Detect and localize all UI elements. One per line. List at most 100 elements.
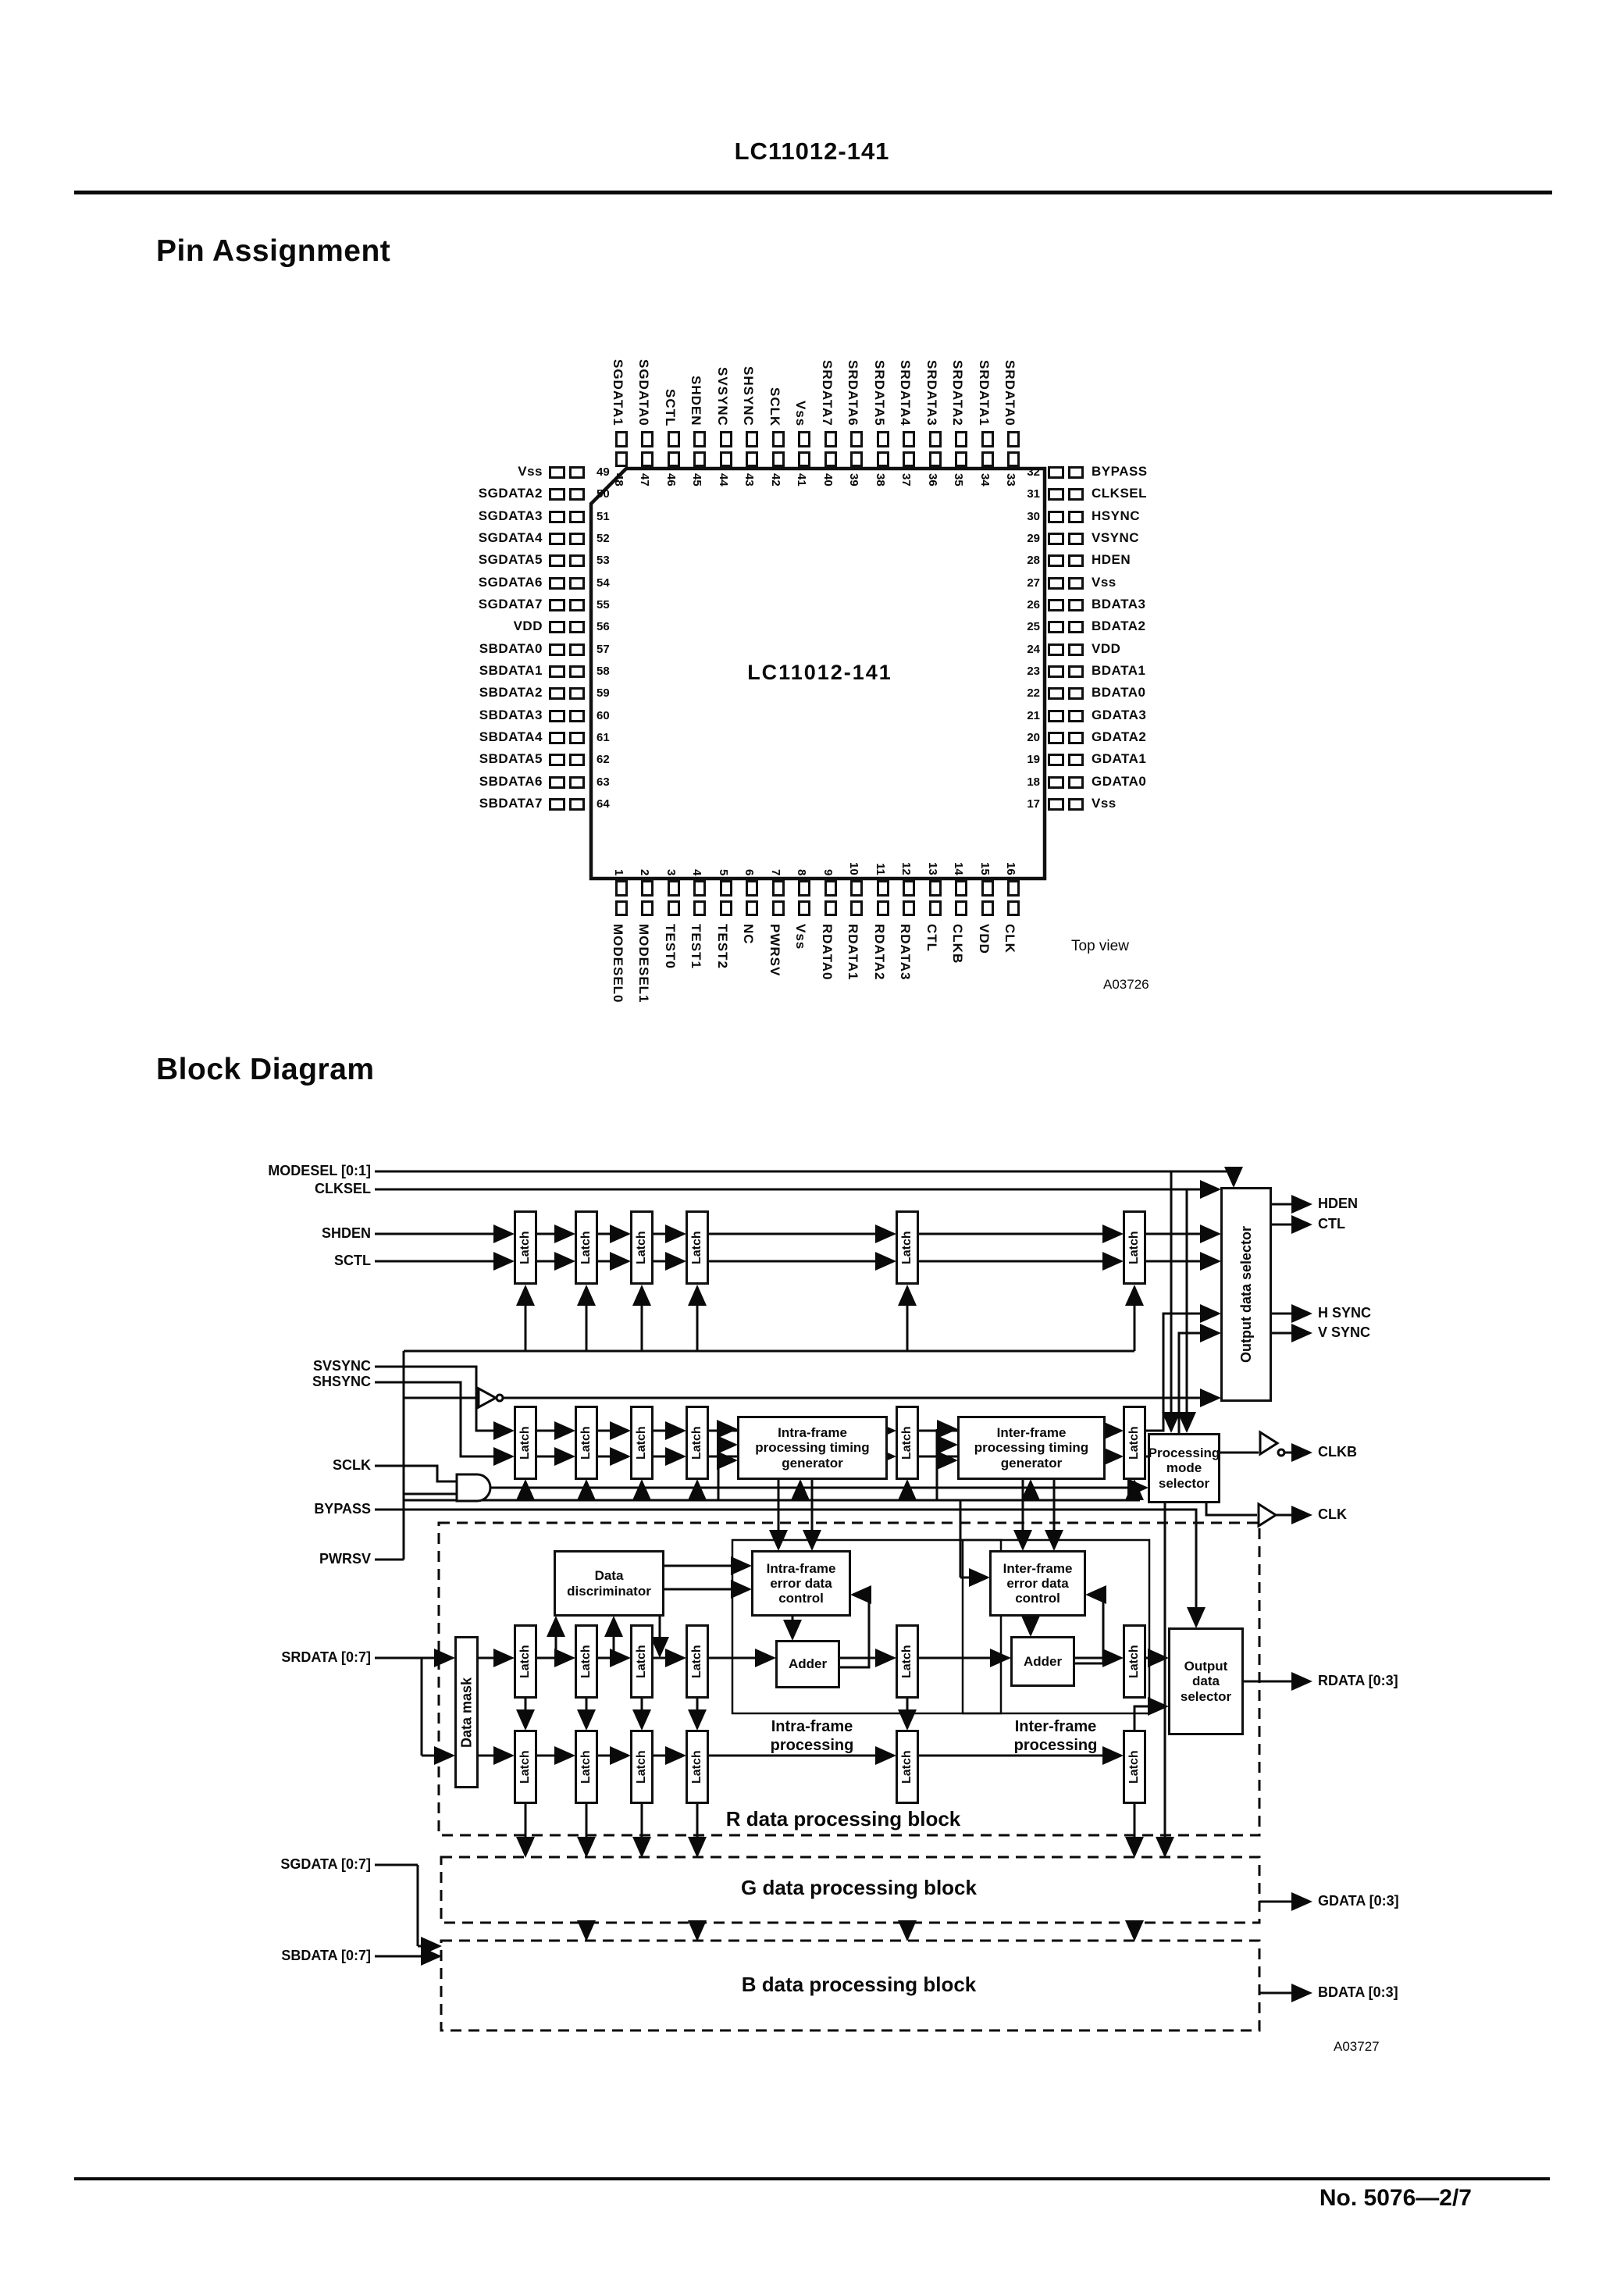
pin-number-left: 51 [597,510,610,523]
latch-box: Latch [896,1730,919,1804]
pin-number-right: 27 [1027,576,1040,590]
input-signal-label: SBDATA [0:7] [281,1948,371,1963]
pin-label-bottom: RDATA1 [846,924,860,981]
footer-rule [74,2177,1550,2180]
pin-number-left: 55 [597,598,610,611]
pin-label-left: SBDATA3 [479,708,543,722]
pin-label-top: SRDATA1 [977,360,992,426]
inter-frame-error-data-control-box: Inter-frame error data control [989,1550,1086,1617]
pin-number-top: 45 [690,473,703,487]
pin-left [549,533,585,545]
pin-right [1048,643,1084,656]
pin-label-right: HDEN [1092,552,1131,567]
pin-label-left: SBDATA7 [479,796,543,811]
pin-label-right: BDATA1 [1092,663,1146,678]
pin-left [549,488,585,501]
pin-label-top: SRDATA6 [846,360,860,426]
output-signal-label: GDATA [0:3] [1318,1893,1399,1909]
intra-frame-timing-generator-box: Intra-frame processing timing generator [737,1416,888,1480]
block-diagram: Output data selector Intra-frame process… [219,1156,1554,2093]
output-signal-label: BDATA [0:3] [1318,1984,1398,2000]
latch-box: Latch [575,1210,598,1285]
pin-label-left: SBDATA0 [479,641,543,656]
pin-number-left: 56 [597,620,610,633]
input-signal-label: PWRSV [319,1551,371,1567]
pin-number-left: 61 [597,731,610,744]
pin-number-right: 18 [1027,775,1040,789]
output-data-selector-small-box: Output data selector [1168,1627,1244,1735]
page-number: No. 5076—2/7 [1319,2185,1472,2211]
intra-frame-error-data-control-box: Intra-frame error data control [751,1550,851,1617]
inter-frame-processing-label: Inter-frame processing [1013,1718,1098,1754]
pin-label-top: SHSYNC [741,366,756,426]
input-signal-label: CLKSEL [315,1181,371,1196]
pin-label-right: CLKSEL [1092,486,1147,501]
pin-left [549,554,585,567]
pin-top [929,431,942,467]
output-signal-label: CTL [1318,1216,1345,1232]
pin-label-left: SBDATA5 [479,751,543,766]
pin-bottom [877,880,889,916]
pin-number-bottom: 1 [612,868,625,875]
pin-right [1048,732,1084,744]
pin-label-left: SGDATA5 [478,552,543,567]
pin-label-top: SVSYNC [715,367,730,426]
pin-left [549,643,585,656]
pin-label-bottom: RDATA2 [872,924,887,981]
latch-box: Latch [896,1406,919,1480]
pin-label-top: Vss [793,400,808,426]
header-rule [74,191,1552,194]
pin-number-bottom: 15 [978,862,992,875]
latch-box: Latch [514,1730,537,1804]
latch-box: Latch [575,1730,598,1804]
output-signal-label: H SYNC [1318,1305,1372,1321]
latch-box: Latch [686,1624,709,1699]
latch-box: Latch [686,1406,709,1480]
pin-number-top: 35 [952,473,965,487]
pin-top [720,431,732,467]
pin-label-bottom: RDATA3 [898,924,913,981]
pin-number-right: 32 [1027,465,1040,479]
pin-number-bottom: 3 [664,868,678,875]
pin-right [1048,798,1084,811]
pin-label-top: SRDATA5 [872,360,887,426]
pin-right [1048,754,1084,766]
pin-number-top: 48 [612,473,625,487]
input-signal-label: SCTL [334,1253,371,1268]
pin-label-top: SRDATA7 [820,360,835,426]
pin-label-bottom: VDD [977,924,992,954]
pin-number-bottom: 9 [821,868,835,875]
pin-label-left: SGDATA2 [478,486,543,501]
output-signal-label: RDATA [0:3] [1318,1673,1398,1688]
pin-label-right: Vss [1092,575,1116,590]
output-signal-label: HDEN [1318,1196,1359,1211]
pin-number-left: 52 [597,532,610,545]
pin-number-top: 47 [638,473,651,487]
adder-intra-box: Adder [775,1640,840,1688]
pin-number-top: 40 [821,473,835,487]
pin-label-right: BDATA3 [1092,597,1146,611]
pin-number-left: 58 [597,665,610,678]
pin-number-right: 22 [1027,686,1040,700]
pin-number-top: 44 [717,473,730,487]
pin-label-right: BDATA2 [1092,619,1146,633]
pin-number-left: 50 [597,487,610,501]
pin-label-right: GDATA2 [1092,729,1147,744]
pin-bottom [641,880,654,916]
pin-number-top: 36 [926,473,939,487]
pin-right [1048,511,1084,523]
pin-number-left: 53 [597,554,610,567]
pin-right [1048,554,1084,567]
pin-label-top: SRDATA4 [898,360,913,426]
qfp-package-outline [589,466,1047,881]
pin-number-bottom: 13 [926,862,939,875]
latch-box: Latch [896,1210,919,1285]
pin-label-left: SGDATA6 [478,575,543,590]
pin-label-bottom: TEST2 [715,924,730,969]
pin-label-right: VDD [1092,641,1121,656]
pin-right [1048,710,1084,722]
pin-label-bottom: MODESEL1 [636,924,651,1004]
pin-number-left: 64 [597,797,610,811]
pin-label-right: VSYNC [1092,530,1140,545]
pin-left [549,466,585,479]
